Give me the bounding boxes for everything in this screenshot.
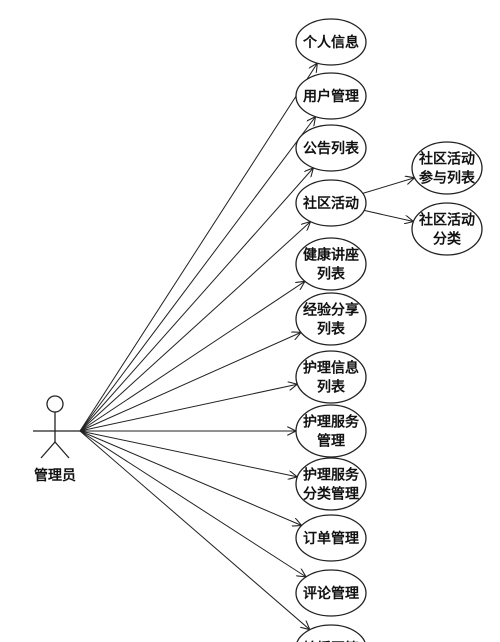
actor-right-leg: [54, 441, 70, 459]
use-case-ellipse: [295, 179, 367, 227]
use-case-label: 分类管理: [303, 486, 359, 503]
use-case-label: 公告列表: [303, 140, 360, 157]
use-case-label: 个人信息: [302, 34, 359, 51]
association-arrow-health-lecture-list: [79, 281, 305, 432]
association-arrow-nursing-info-list: [79, 384, 297, 432]
actor-left-leg: [40, 441, 56, 459]
actor-head: [46, 395, 64, 413]
use-case-ellipse: [295, 72, 367, 120]
association-arrow-carousel-management: [79, 430, 310, 630]
use-case-label: 社区活动: [302, 195, 359, 212]
use-case-user-management: 用户管理: [295, 72, 367, 120]
use-case-label: 用户管理: [303, 88, 359, 105]
association-arrow-comment-management: [79, 430, 306, 577]
use-case-ellipse: [295, 569, 367, 617]
use-case-label: 订单管理: [303, 530, 359, 547]
use-case-label: 参与列表: [419, 170, 476, 187]
use-case-ellipse: [295, 124, 367, 172]
association-arrow-order-management: [79, 430, 302, 525]
use-case-ellipse: [295, 457, 367, 511]
use-case-label: 列表: [317, 321, 346, 338]
use-case-ellipse: [411, 141, 483, 195]
association-arrow-nursing-service-category-management: [79, 430, 297, 477]
actor-label: 管理员: [34, 467, 76, 484]
use-case-label: 经验分享: [303, 302, 359, 319]
association-arrow-user-management: [79, 117, 316, 432]
association-arrow-community-activity-participant-list: [362, 178, 415, 194]
association-arrow-announcement-list: [79, 168, 313, 432]
use-case-ellipse: [295, 350, 367, 404]
use-case-label: 列表: [317, 266, 346, 283]
use-case-label: 轮播图管: [303, 640, 359, 642]
association-lines: [79, 63, 415, 630]
use-case-order-management: 订单管理: [295, 514, 367, 562]
use-case-ellipse: [295, 514, 367, 562]
use-case-ellipse: [296, 624, 366, 642]
use-case-ellipse: [295, 404, 367, 458]
use-case-personal-info: 个人信息: [295, 18, 367, 66]
use-case-announcement-list: 公告列表: [295, 124, 367, 172]
use-case-ellipse: [295, 237, 367, 291]
use-case-ellipse: [295, 292, 367, 346]
use-case-label: 护理信息: [303, 360, 359, 377]
association-arrow-experience-sharing-list: [79, 332, 301, 432]
use-case-label: 社区活动: [418, 212, 475, 229]
use-case-ellipse: [411, 202, 483, 256]
use-case-label: 护理服务: [303, 414, 360, 431]
use-case-label: 列表: [317, 379, 346, 396]
use-case-community-activity: 社区活动: [295, 179, 367, 227]
association-arrow-community-activity-category: [364, 209, 413, 221]
use-case-label: 社区活动: [418, 151, 475, 168]
use-case-label: 健康讲座: [303, 247, 359, 264]
use-case-ellipse: [295, 18, 367, 66]
use-case-label: 护理服务: [303, 467, 360, 484]
actor-admin: 管理员: [33, 395, 80, 484]
use-case-comment-management: 评论管理: [295, 569, 367, 617]
use-case-label: 评论管理: [303, 585, 359, 602]
use-case-carousel-management: 轮播图管: [296, 624, 366, 642]
use-case-label: 分类: [433, 231, 462, 248]
use-cases: 个人信息用户管理公告列表社区活动健康讲座列表经验分享列表护理信息列表护理服务管理…: [295, 18, 483, 642]
use-case-label: 管理: [317, 433, 345, 450]
association-arrow-community-activity: [79, 222, 310, 432]
association-arrow-personal-info: [79, 63, 317, 432]
